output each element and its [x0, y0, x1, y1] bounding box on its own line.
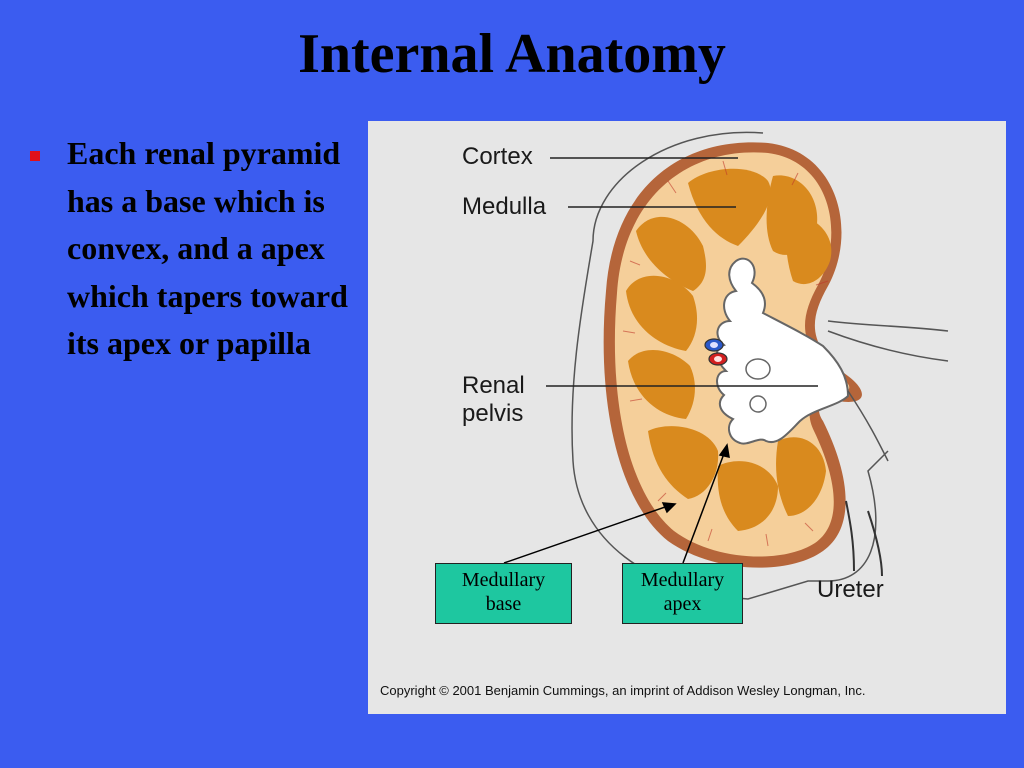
callout-medullary-base: Medullary base: [435, 563, 572, 624]
cortical-vessels: [622, 160, 829, 547]
label-ureter: Ureter: [817, 576, 884, 603]
outer-capsule-line: [571, 131, 889, 600]
renal-pelvis: [716, 257, 850, 445]
renal-pyramids: [626, 168, 832, 531]
hilum-vessels: [704, 338, 728, 366]
kidney-diagram: Cortex Medulla Renal pelvis Ureter Medul…: [368, 121, 1006, 714]
slide-title: Internal Anatomy: [298, 23, 726, 85]
label-medulla: Medulla: [462, 193, 547, 220]
callout-medullary-apex: Medullary apex: [622, 563, 743, 624]
bullet-text: Each renal pyramid has a base which is c…: [67, 135, 348, 361]
kidney-illustration: [503, 131, 949, 600]
pelvis-inner-calyx: [745, 358, 771, 380]
callout-arrows: [503, 443, 730, 564]
copyright-notice: Copyright © 2001 Benjamin Cummings, an i…: [380, 683, 866, 698]
pelvis-inner-calyx: [749, 395, 767, 413]
ureter-tube: [845, 500, 883, 577]
label-leader-lines: [546, 157, 818, 387]
label-cortex: Cortex: [462, 143, 533, 170]
bullet-square-icon: [30, 151, 40, 161]
hilum-lines: [827, 320, 949, 462]
label-renal-pelvis: Renal pelvis: [462, 372, 525, 427]
